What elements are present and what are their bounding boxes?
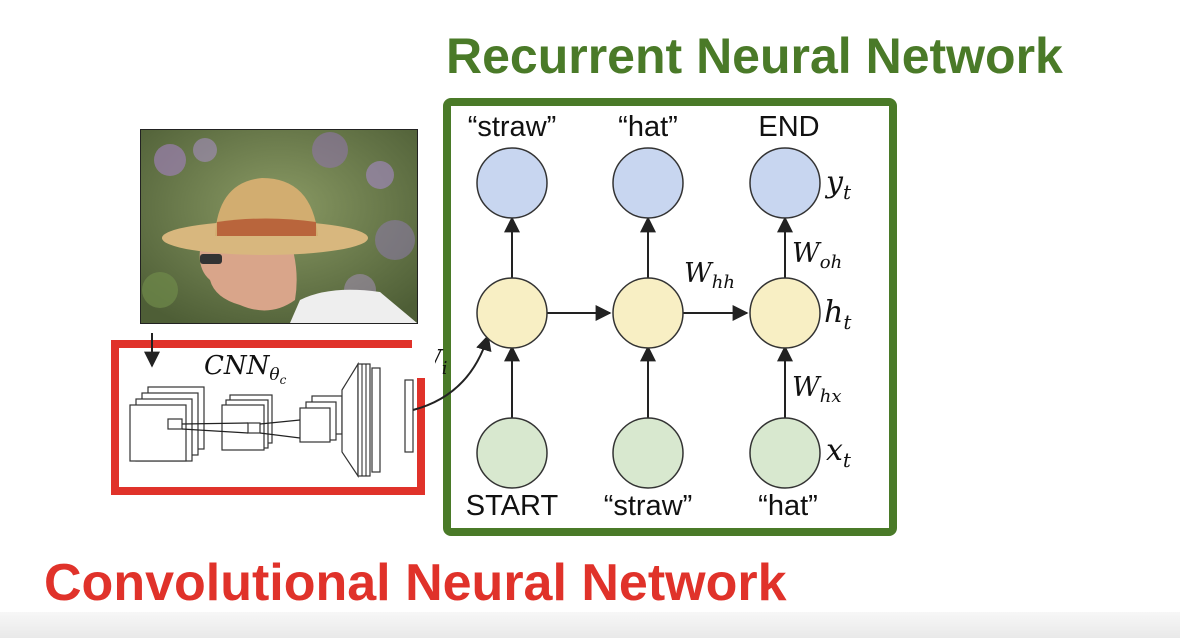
input-word-3: “hat” — [758, 490, 818, 522]
w-oh-label: Woh — [792, 238, 842, 273]
x-t-label: xt — [826, 433, 852, 472]
cnn-frame — [111, 340, 425, 495]
input-word-1: START — [466, 490, 559, 522]
rnn-frame — [443, 98, 897, 536]
output-node-1 — [476, 147, 548, 219]
hidden-node-3 — [749, 277, 821, 349]
input-word-2: “straw” — [604, 490, 693, 522]
w-hx-label: Whx — [792, 372, 842, 407]
cnn-layers-illustration — [129, 361, 414, 478]
input-node-3 — [749, 417, 821, 489]
cnn-title: Convolutional Neural Network — [44, 554, 787, 612]
input-node-2 — [612, 417, 684, 489]
output-word-2: “hat” — [618, 111, 678, 143]
y-t-label: yt — [824, 165, 852, 204]
cnn-to-rnn-arrow — [412, 334, 492, 411]
rnn-title: Recurrent Neural Network — [446, 28, 1063, 84]
output-node-2 — [612, 147, 684, 219]
input-node-1 — [476, 417, 548, 489]
h-t-label: ht — [824, 295, 852, 334]
hidden-node-2 — [612, 277, 684, 349]
output-word-1: “straw” — [468, 111, 557, 143]
output-word-3: END — [758, 111, 819, 143]
hidden-node-1 — [476, 277, 548, 349]
man-with-straw-hat-photo — [140, 129, 418, 324]
output-node-3 — [749, 147, 821, 219]
w-ih-occluder — [412, 340, 435, 378]
video-bottom-bar — [0, 612, 1180, 638]
w-hh-label: Whh — [684, 258, 735, 293]
cnn-label: CNNθc — [204, 351, 287, 387]
